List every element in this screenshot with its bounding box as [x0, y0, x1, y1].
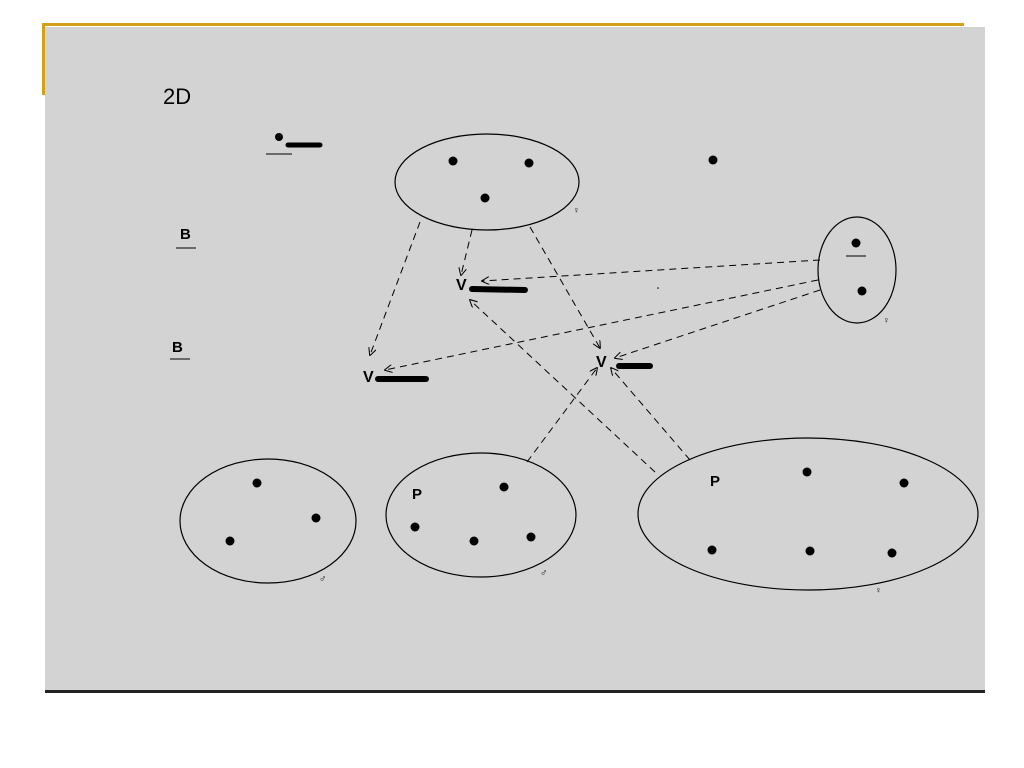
- dot: [526, 532, 536, 542]
- label-b-upper: B: [180, 226, 191, 243]
- dot: [252, 478, 262, 488]
- label-p-middle: P: [412, 486, 422, 503]
- dot: [480, 193, 490, 203]
- slide-title: 2D: [163, 84, 191, 109]
- dot: [410, 522, 420, 532]
- arrow: [385, 279, 819, 370]
- arrow: [526, 368, 597, 463]
- female-symbol: ♀: [573, 205, 580, 215]
- male-symbol: ♂: [540, 568, 548, 579]
- dot: [857, 286, 867, 296]
- set-ellipse-top: [394, 133, 580, 231]
- accent-bar-top: [42, 23, 964, 26]
- set-ellipse-bottom-left: [179, 458, 357, 584]
- dot: [524, 158, 534, 168]
- set-ellipse-right: [817, 216, 897, 324]
- set-ellipse-bottom-right: [637, 437, 979, 591]
- dot: [448, 156, 458, 166]
- label-v-right: V: [596, 354, 607, 371]
- label-v-top: V: [456, 277, 467, 294]
- set-ellipse-bottom-middle: [385, 452, 577, 578]
- arrow: [370, 221, 421, 355]
- male-symbol: ♂: [319, 574, 327, 585]
- dot: [805, 546, 815, 556]
- arrow: [461, 229, 473, 275]
- dot: [899, 478, 909, 488]
- dot: [802, 467, 812, 477]
- dot: [225, 536, 235, 546]
- dot: [707, 545, 717, 555]
- dot: [851, 238, 861, 248]
- dot: [311, 513, 321, 523]
- redaction-mark: [469, 286, 528, 293]
- arrow: [470, 300, 656, 473]
- dot: [499, 482, 509, 492]
- dot: [469, 536, 479, 546]
- arrow: [529, 226, 600, 348]
- slide-bottom-edge: [45, 690, 985, 693]
- arrow: [615, 289, 821, 358]
- dot: [275, 133, 283, 141]
- female-symbol: ♀: [883, 315, 890, 325]
- dot: [708, 155, 718, 165]
- dot: [887, 548, 897, 558]
- arrow: [482, 259, 821, 281]
- accent-bar-left: [42, 23, 45, 95]
- label-b-lower: B: [172, 339, 183, 356]
- dashed-arrows: [370, 221, 821, 473]
- slide-canvas: [45, 27, 985, 692]
- speck: [657, 287, 659, 289]
- label-v-left: V: [363, 369, 374, 386]
- arrow: [611, 368, 691, 461]
- female-symbol: ♀: [875, 585, 882, 595]
- label-p-right: P: [710, 473, 720, 490]
